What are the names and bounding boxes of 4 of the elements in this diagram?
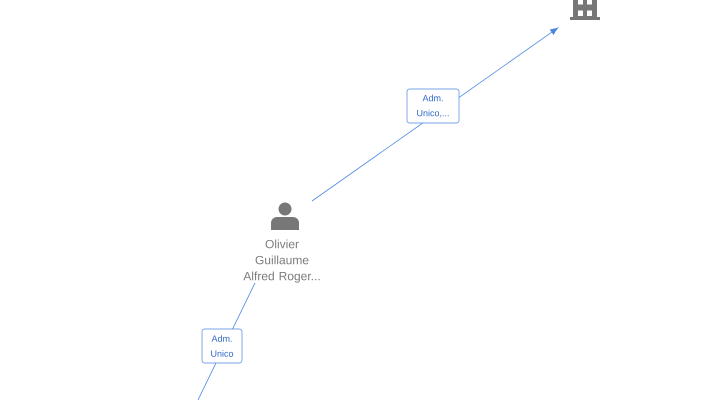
person-name: Olivier Guillaume Alfred Roger... [243,240,320,283]
edge-label: Adm. Unico [202,328,242,364]
building-icon [570,0,600,20]
edge-label: Adm. Unico,... [406,88,460,124]
